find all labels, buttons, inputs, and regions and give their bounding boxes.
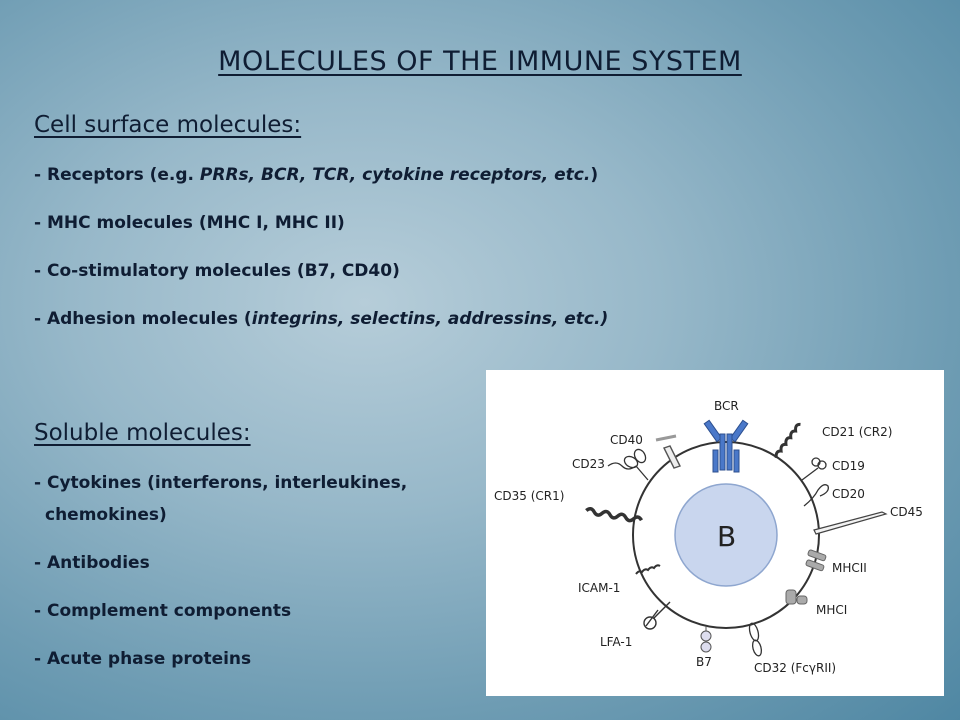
cd32-receptor bbox=[748, 622, 763, 657]
cd40-label: CD40 bbox=[610, 433, 643, 447]
slide-title: MOLECULES OF THE IMMUNE SYSTEM bbox=[218, 46, 742, 77]
cell-surface-heading: Cell surface molecules: bbox=[34, 112, 302, 138]
cd19-label: CD19 bbox=[832, 459, 865, 473]
soluble-item-antibodies: - Antibodies bbox=[34, 553, 150, 573]
b-cell-diagram: B BCR CD40 CD21 (CR2) CD23 bbox=[486, 370, 944, 696]
cell-surface-item-receptors: - Receptors (e.g. PRRs, BCR, TCR, cytoki… bbox=[34, 165, 599, 185]
cd21-label: CD21 (CR2) bbox=[822, 425, 892, 439]
mhcii-receptor bbox=[805, 549, 827, 572]
cell-membrane bbox=[632, 441, 820, 629]
cd45-label: CD45 bbox=[890, 505, 923, 519]
mhci-label: MHCI bbox=[816, 603, 847, 617]
mhci-receptor bbox=[785, 589, 808, 605]
cd20-receptor bbox=[803, 484, 829, 507]
soluble-item-complement: - Complement components bbox=[34, 601, 292, 621]
b7-receptor bbox=[700, 626, 712, 653]
soluble-item-acute-phase: - Acute phase proteins bbox=[34, 649, 252, 669]
icam1-label: ICAM-1 bbox=[578, 581, 620, 595]
cd21-receptor bbox=[774, 422, 801, 458]
lfa1-label: LFA-1 bbox=[600, 635, 632, 649]
cd32-label: CD32 (FcγRII) bbox=[754, 661, 836, 675]
cd45-receptor bbox=[813, 511, 888, 535]
soluble-item-cytokines: - Cytokines (interferons, interleukines, bbox=[34, 473, 408, 493]
soluble-heading: Soluble molecules: bbox=[34, 420, 251, 446]
cd40-receptor bbox=[655, 434, 681, 469]
cell-label: B bbox=[717, 520, 736, 553]
cell-surface-item-costim: - Co-stimulatory molecules (B7, CD40) bbox=[34, 261, 400, 281]
cell-surface-item-adhesion: - Adhesion molecules (integrins, selecti… bbox=[34, 309, 609, 329]
cd35-label: CD35 (CR1) bbox=[494, 489, 564, 503]
cd19-receptor bbox=[801, 457, 827, 481]
cell-surface-item-mhc: - MHC molecules (MHC I, MHC II) bbox=[34, 213, 345, 233]
cd20-label: CD20 bbox=[832, 487, 865, 501]
lfa1-receptor bbox=[643, 601, 671, 630]
cd35-receptor bbox=[585, 506, 643, 523]
cd23-label: CD23 bbox=[572, 457, 605, 471]
icam1-receptor bbox=[635, 564, 661, 575]
bcr-label: BCR bbox=[714, 399, 739, 413]
mhcii-label: MHCII bbox=[832, 561, 867, 575]
nucleus bbox=[674, 483, 778, 587]
cd23-receptor bbox=[607, 448, 649, 481]
b7-label: B7 bbox=[696, 655, 712, 669]
bcr-receptor bbox=[703, 419, 749, 473]
soluble-item-cytokines-line2: chemokines) bbox=[45, 505, 167, 525]
